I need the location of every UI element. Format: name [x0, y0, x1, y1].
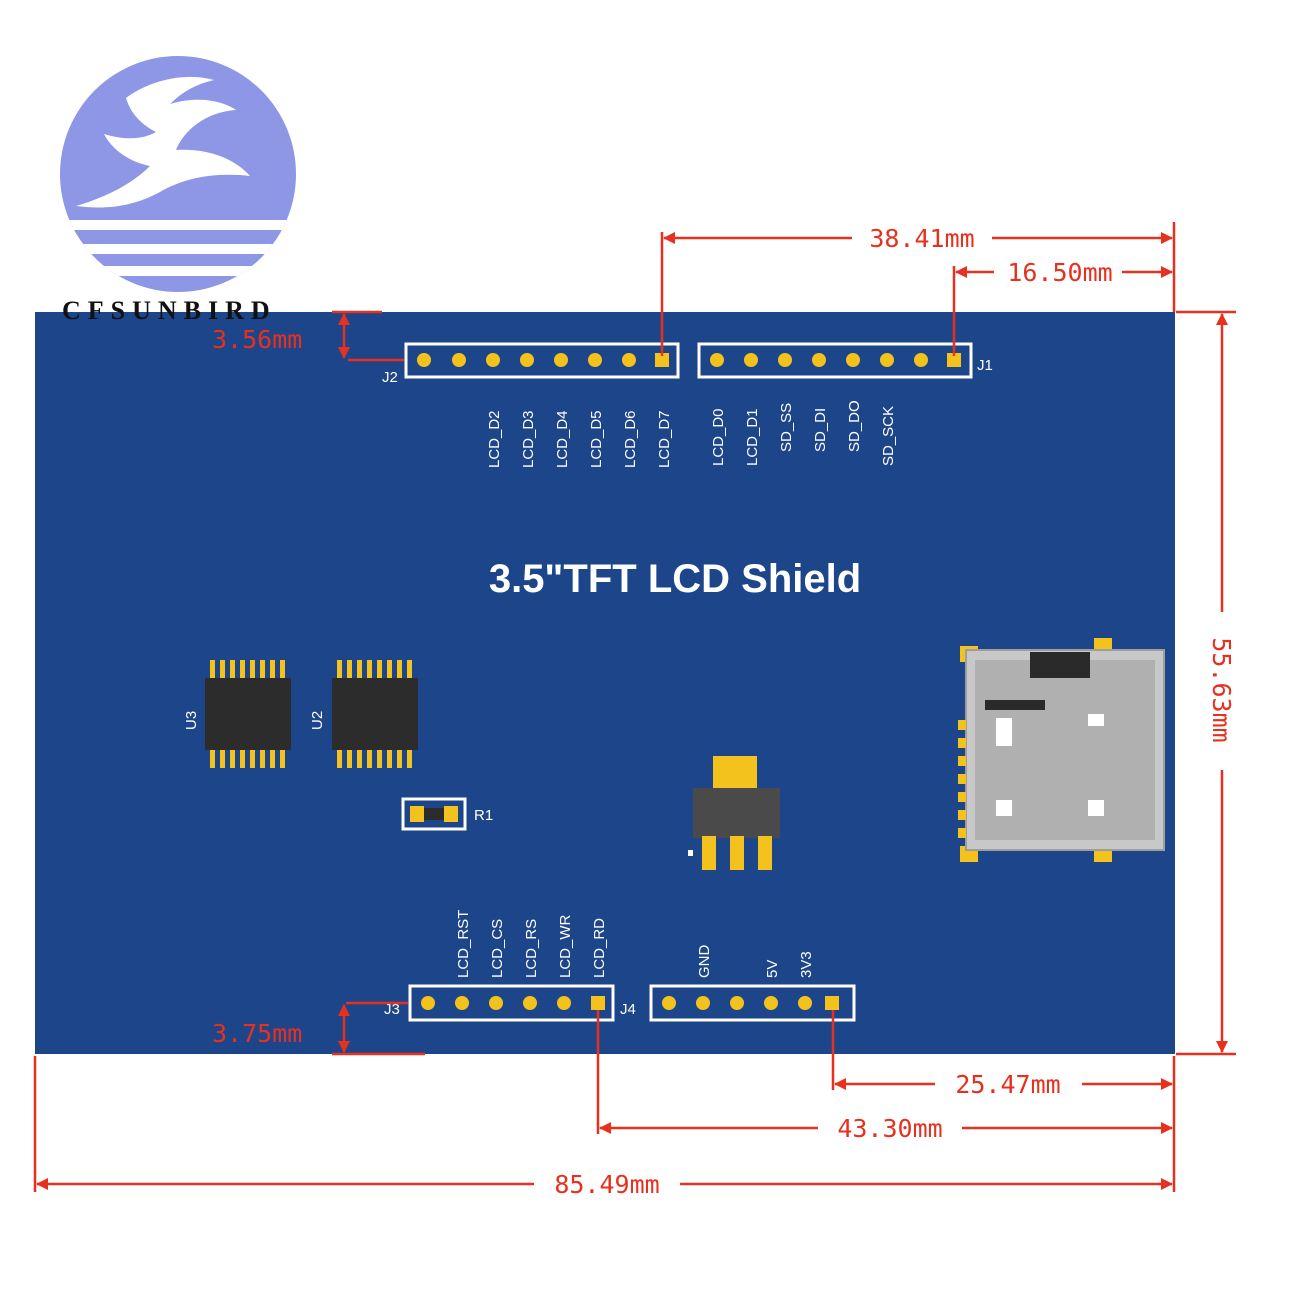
pin-label: LCD_RST — [455, 910, 472, 978]
pin-label: LCD_D3 — [520, 410, 537, 468]
dim-j3-to-edge: 43.30mm — [837, 1114, 942, 1143]
pin-label: LCD_WR — [557, 914, 574, 978]
header-j3-pins: LCD_RST LCD_CS LCD_RS LCD_WR LCD_RD — [455, 910, 608, 978]
pin-label: LCD_D4 — [554, 410, 571, 468]
pin-label: SD_DI — [812, 408, 829, 452]
pin-label: LCD_RD — [591, 918, 608, 978]
header-j1: J1 LCD_D0 LCD_D1 SD_SS SD_DI SD_DO SD_SC… — [697, 342, 993, 466]
dim-j1-to-edge: 16.50mm — [1007, 258, 1112, 287]
brand-name: CFSUNBIRD — [62, 296, 277, 325]
pin-label: LCD_RS — [523, 919, 540, 978]
pin-label: 3V3 — [798, 951, 815, 978]
chip-u2-label: U2 — [309, 711, 326, 730]
header-j3-label: J3 — [384, 1001, 400, 1018]
dim-j4-to-edge: 25.47mm — [955, 1070, 1060, 1099]
brand-logo — [60, 56, 296, 292]
pin-label: SD_DO — [846, 400, 863, 452]
pin-label: GND — [696, 945, 713, 979]
voltage-regulator — [688, 756, 780, 870]
header-j3: J3 LCD_RST LCD_CS LCD_RS LCD_WR LCD_RD — [384, 910, 615, 1022]
header-j2-pins: LCD_D2 LCD_D3 LCD_D4 LCD_D5 LCD_D6 LCD_D… — [486, 410, 673, 468]
pin-label: SD_SCK — [880, 406, 897, 466]
dim-bottom-header-offset: 3.75mm — [212, 1019, 302, 1048]
header-j2: J2 LCD_D2 LCD_D3 LCD_D4 LCD_D5 LCD_D6 LC… — [382, 342, 680, 468]
chip-u3: U3 — [183, 660, 291, 768]
header-j4: J4 GND 5V 3V3 — [620, 945, 856, 1022]
resistor-r1: R1 — [401, 797, 493, 831]
dim-j2-to-edge: 38.41mm — [869, 224, 974, 253]
pin-label: LCD_D1 — [744, 408, 761, 466]
pin-label: LCD_D2 — [486, 410, 503, 468]
board-title: 3.5"TFT LCD Shield — [489, 557, 861, 601]
pin-label: 5V — [764, 960, 781, 978]
dim-top-header-offset: 3.56mm — [212, 325, 302, 354]
pin-label: LCD_D6 — [622, 410, 639, 468]
header-j1-label: J1 — [977, 357, 993, 374]
header-j4-pins: GND 5V 3V3 — [696, 945, 815, 979]
dim-board-width: 85.49mm — [554, 1170, 659, 1199]
chip-u3-label: U3 — [183, 711, 200, 730]
microsd-slot — [958, 638, 1165, 862]
pin-label: LCD_D0 — [710, 408, 727, 466]
chip-u2: U2 — [309, 660, 418, 768]
pin-label: LCD_CS — [489, 919, 506, 978]
header-j1-pins: LCD_D0 LCD_D1 SD_SS SD_DI SD_DO SD_SCK — [710, 400, 897, 466]
dim-board-height: 55.63mm — [1207, 637, 1236, 742]
pin-label: SD_SS — [778, 403, 795, 452]
resistor-r1-label: R1 — [474, 807, 493, 824]
pin-label: LCD_D5 — [588, 410, 605, 468]
pin-label: LCD_D7 — [656, 410, 673, 468]
header-j4-label: J4 — [620, 1001, 636, 1018]
header-j2-label: J2 — [382, 369, 398, 386]
dimension-lines — [33, 222, 1236, 1192]
